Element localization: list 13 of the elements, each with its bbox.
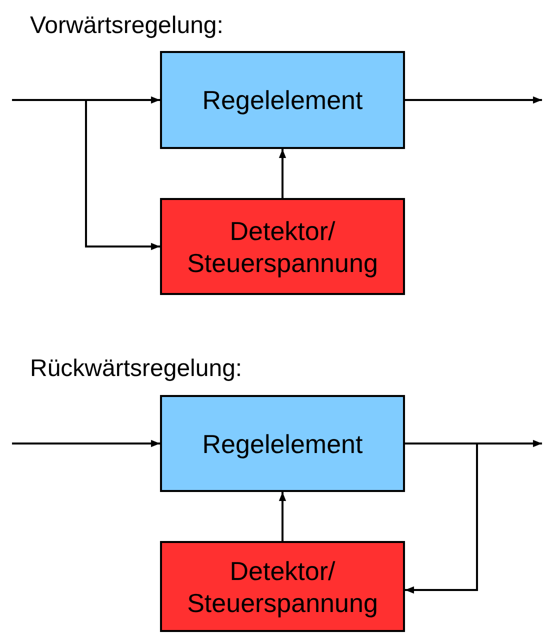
arrow <box>405 442 478 594</box>
arrow <box>278 149 286 198</box>
process-box: Detektor/ Steuerspannung <box>160 198 405 295</box>
arrow <box>12 440 160 448</box>
arrow <box>85 100 160 250</box>
section-heading: Rückwärtsregelung: <box>30 357 242 381</box>
process-box: Detektor/ Steuerspannung <box>160 541 405 632</box>
process-box: Regelelement <box>160 395 405 492</box>
arrow <box>278 492 286 541</box>
arrow <box>405 96 542 104</box>
process-box: Regelelement <box>160 51 405 149</box>
arrow <box>12 96 160 104</box>
section-heading: Vorwärtsregelung: <box>30 14 224 38</box>
